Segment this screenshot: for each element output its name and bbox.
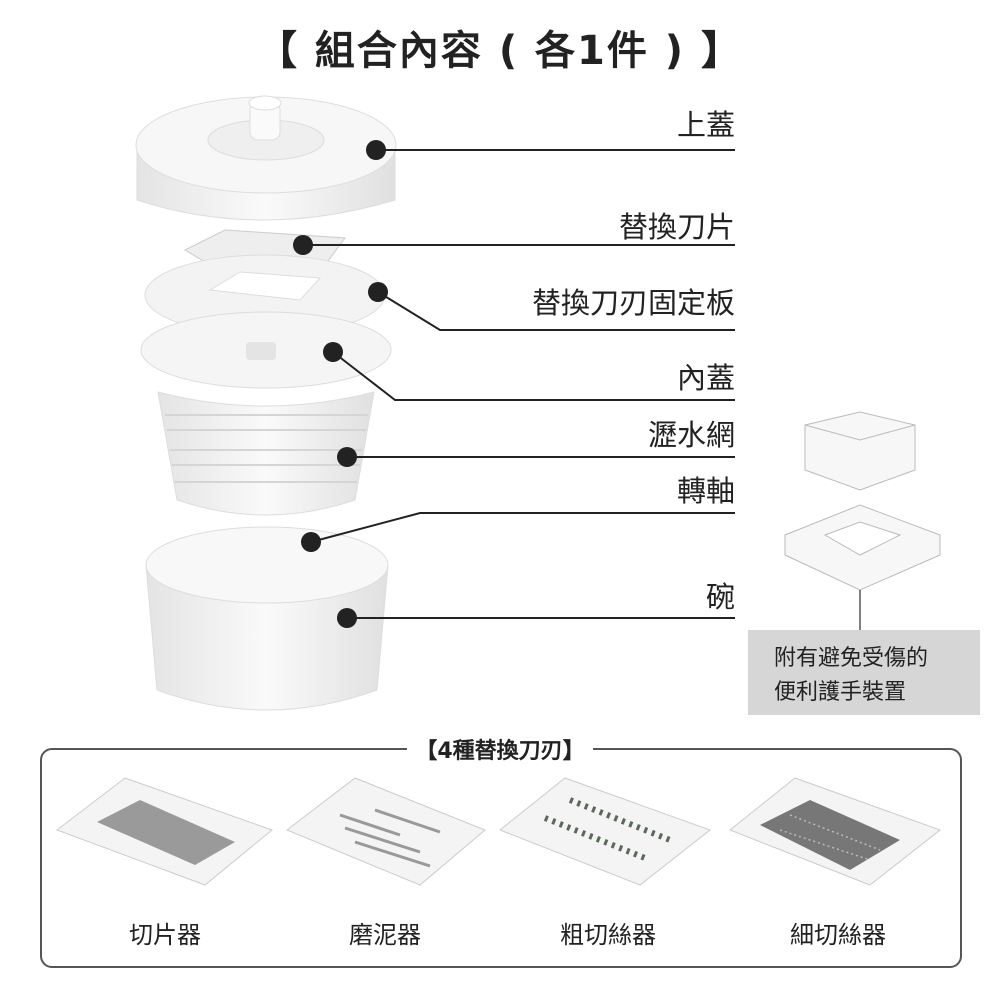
hand-guard-callout: 附有避免受傷的 便利護手裝置: [748, 630, 980, 715]
blade-holder-plate: [144, 254, 386, 336]
blade-slicer: [55, 777, 274, 886]
bowl: [145, 526, 389, 711]
page-title: 【 組合內容 ( 各1件 ) 】: [256, 28, 744, 74]
label-replacement-blade: 替換刀片: [618, 210, 735, 244]
top-lid: [135, 95, 397, 221]
blade-label-grater: 磨泥器: [349, 921, 421, 949]
label-inner-lid: 內蓋: [676, 361, 735, 395]
blades-title: 【4種替換刀刃】: [407, 739, 593, 764]
blade-label-slicer: 切片器: [129, 921, 201, 949]
strainer-basket: [157, 391, 375, 516]
label-top-lid: 上蓋: [676, 108, 735, 142]
leader-lines: [303, 149, 735, 619]
blade-label-coarse: 粗切絲器: [560, 921, 656, 949]
inner-lid: [140, 311, 392, 389]
blade-grater: [286, 777, 486, 886]
callout-line-2: 便利護手裝置: [774, 680, 907, 705]
callout-line-1: 附有避免受傷的: [774, 646, 929, 671]
label-strainer: 瀝水網: [647, 418, 735, 452]
label-blade-holder: 替換刀刃固定板: [531, 286, 735, 320]
blade-coarse-julienne: [499, 777, 712, 886]
label-bowl: 碗: [705, 580, 735, 614]
label-spindle: 轉軸: [676, 474, 735, 508]
blade-fine-julienne: [729, 777, 942, 886]
blade-label-fine: 細切絲器: [790, 921, 886, 949]
hand-guard-accessory: [784, 411, 941, 630]
leader-dots: [293, 140, 388, 628]
